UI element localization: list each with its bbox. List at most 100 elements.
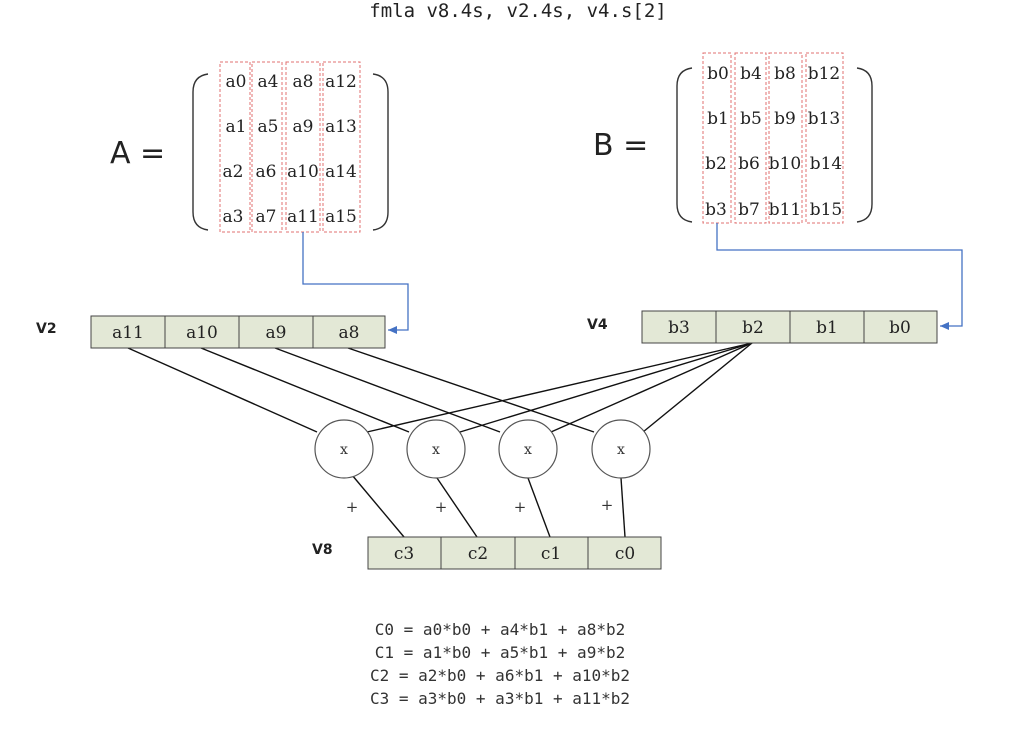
v8-lane xyxy=(514,536,589,570)
connector-line xyxy=(351,474,405,538)
formula-line: C0 = a0*b0 + a4*b1 + a8*b2 xyxy=(374,620,626,639)
v2-lane-label: a10 xyxy=(186,323,218,343)
v4-lane xyxy=(641,310,717,344)
matrix-b-entry: b15 xyxy=(810,200,843,220)
matrix-a-col-0-box xyxy=(219,61,251,233)
multiply-symbol: x xyxy=(617,442,625,458)
matrix-b-entry: b9 xyxy=(774,109,796,129)
multiply-node xyxy=(406,419,466,479)
v8-lane xyxy=(587,536,662,570)
matrix-b-left-bracket xyxy=(676,67,693,223)
connector-line xyxy=(127,347,318,433)
matrix-a-entry: a0 xyxy=(226,72,247,92)
matrix-a-entry: a11 xyxy=(287,207,319,227)
formula-line: C2 = a2*b0 + a6*b1 + a10*b2 xyxy=(369,666,631,685)
matrix-b-entry: b14 xyxy=(810,154,843,174)
matrix-b-entry: b1 xyxy=(707,109,729,129)
matrix-a-entry: a12 xyxy=(325,72,357,92)
v8-lane xyxy=(367,536,442,570)
v8-lane-label: c2 xyxy=(468,544,488,564)
formula-line: C1 = a1*b0 + a5*b1 + a9*b2 xyxy=(374,643,626,662)
matrix-a-entry: a15 xyxy=(325,207,357,227)
v2-label: V2 xyxy=(36,321,57,337)
v2-lane-label: a8 xyxy=(339,323,360,343)
matrix-b-col-2-box xyxy=(768,52,803,224)
matrix-a-entry: a3 xyxy=(223,207,244,227)
multiply-node xyxy=(591,419,651,479)
matrix-b-right-bracket xyxy=(856,67,873,223)
connector-line xyxy=(459,342,753,433)
matrix-a-entry: a8 xyxy=(293,72,314,92)
matrix-a-entry: a2 xyxy=(223,162,244,182)
multiply-node xyxy=(314,419,374,479)
plus-symbol: + xyxy=(435,498,448,516)
matrix-b-entry: b2 xyxy=(705,154,727,174)
matrix-b-entry: b4 xyxy=(740,64,762,84)
matrix-a-entry: a1 xyxy=(226,117,247,137)
v8-lane-label: c0 xyxy=(615,544,635,564)
matrix-b-entry: b3 xyxy=(705,200,727,220)
matrix-b-col-1-box xyxy=(734,52,767,224)
matrix-b-entry: b7 xyxy=(738,200,760,220)
plus-symbol: + xyxy=(601,496,614,514)
matrix-b-entry: b12 xyxy=(808,64,841,84)
v4-lane xyxy=(715,310,791,344)
instruction-title: fmla v8.4s, v2.4s, v4.s[2] xyxy=(369,0,667,22)
plus-symbol: + xyxy=(514,498,527,516)
v8-label: V8 xyxy=(312,542,333,558)
v8-lane-label: c1 xyxy=(541,544,561,564)
matrix-a-entry: a5 xyxy=(258,117,279,137)
matrix-a-entry: a7 xyxy=(256,207,277,227)
v4-lane xyxy=(789,310,865,344)
matrix-a-col-3-box xyxy=(322,61,361,233)
v4-lane-label: b1 xyxy=(816,318,838,338)
connector-line xyxy=(436,477,478,538)
matrix-a-right-bracket xyxy=(372,73,389,231)
v8-lane-label: c3 xyxy=(394,544,414,564)
v4-lane-label: b2 xyxy=(742,318,764,338)
matrix-b-col-3-box xyxy=(805,52,844,224)
connector-line xyxy=(347,347,595,433)
matrix-b-entry: b6 xyxy=(738,154,760,174)
matrix-b-label: B = xyxy=(593,128,649,163)
matrix-a-entry: a6 xyxy=(256,162,277,182)
v8-register: c3 c2 c1 c0 xyxy=(367,536,662,570)
matrix-b-entry: b5 xyxy=(740,109,762,129)
plus-symbol: + xyxy=(346,498,359,516)
matrix-b-entry: b11 xyxy=(769,200,802,220)
connector-line xyxy=(274,347,501,433)
v2-lane-label: a9 xyxy=(266,323,287,343)
multiply-symbol: x xyxy=(432,442,440,458)
multiply-symbol: x xyxy=(524,442,532,458)
connector-line xyxy=(642,342,753,433)
connector-line xyxy=(550,342,753,433)
matrix-a-entry: a13 xyxy=(325,117,357,137)
v2-lane xyxy=(164,315,240,349)
connector-line xyxy=(620,477,626,538)
matrix-a-label: A = xyxy=(110,136,166,171)
matrix-b-entry: b10 xyxy=(769,154,802,174)
matrix-a-col-1-box xyxy=(251,61,283,233)
multiply-node xyxy=(498,419,558,479)
connector-line xyxy=(366,342,753,433)
formula-line: C3 = a3*b0 + a3*b1 + a11*b2 xyxy=(369,689,631,708)
connector-line xyxy=(200,347,410,433)
v4-register: b3 b2 b1 b0 xyxy=(641,310,938,344)
v4-lane-label: b3 xyxy=(668,318,690,338)
load-arrow-b-to-v4 xyxy=(716,223,963,330)
v4-lane xyxy=(863,310,938,344)
v8-lane xyxy=(440,536,516,570)
matrix-a-entry: a14 xyxy=(325,162,357,182)
matrix-b-entry: b8 xyxy=(774,64,796,84)
v2-lane-label: a11 xyxy=(112,323,144,343)
v4-label: V4 xyxy=(587,317,608,333)
formula-list: C0 = a0*b0 + a4*b1 + a8*b2 C1 = a1*b0 + … xyxy=(300,618,700,710)
multiply-symbol: x xyxy=(340,442,348,458)
connector-line xyxy=(527,477,551,538)
matrix-a-left-bracket xyxy=(192,73,209,231)
v4-lane-label: b0 xyxy=(889,318,911,338)
matrix-b-entry: b0 xyxy=(707,64,729,84)
v2-lane xyxy=(312,315,386,349)
matrix-a-entry: a10 xyxy=(287,162,319,182)
load-arrow-a-to-v2 xyxy=(302,232,409,334)
